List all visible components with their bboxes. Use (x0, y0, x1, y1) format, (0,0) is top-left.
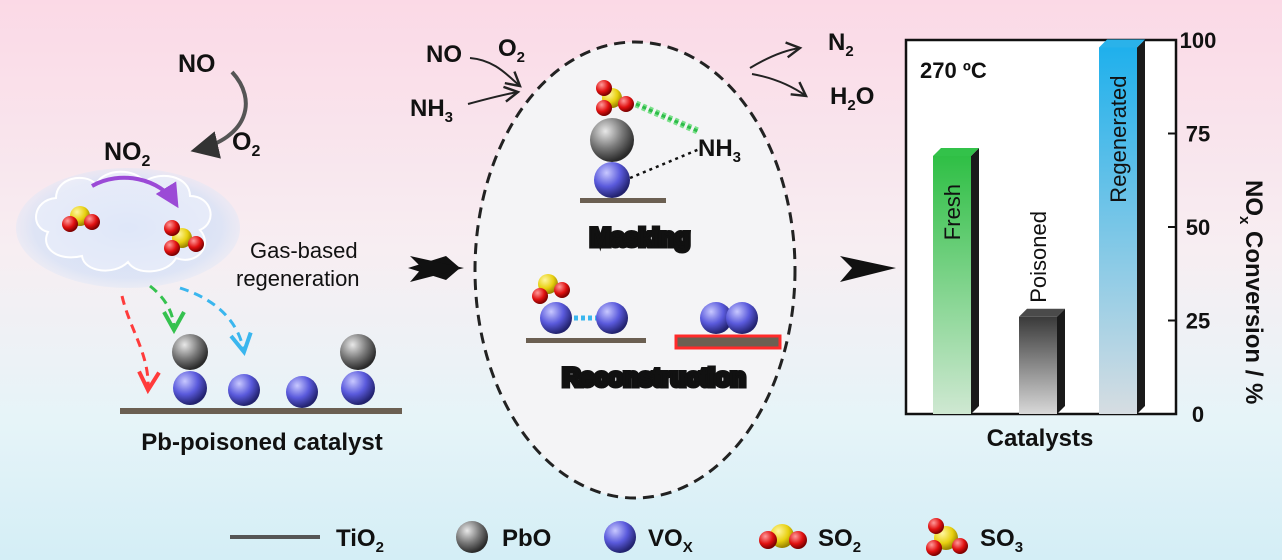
center-panel: NO O2 NH3 N2 H2O NH3 Masking (410, 29, 874, 500)
nox-conversion-chart: 270 ºC Fresh Poisoned Regenerated 0 25 50 75 1… (904, 28, 1267, 452)
product-arrow-1 (749, 41, 803, 69)
legend-so3-swatch (926, 518, 968, 556)
y-tick-label-100: 100 (1180, 28, 1217, 53)
y-tick-label-50: 50 (1186, 215, 1210, 240)
y-tick-label-25: 25 (1186, 309, 1210, 334)
bar-label-poisoned: Poisoned (1026, 211, 1051, 303)
y-axis-ticks: 0 25 50 75 100 (1168, 28, 1216, 427)
legend-so2-swatch (759, 524, 807, 549)
legend-pbo-label: PbO (502, 525, 551, 552)
gas-cloud (16, 168, 240, 288)
o2-label-left: O2 (232, 128, 260, 160)
blue-dashed-arrow (179, 286, 244, 352)
chart-title: 270 ºC (920, 58, 987, 83)
process-arrow-2 (840, 256, 896, 282)
reactant-arrow-1 (469, 57, 522, 88)
bar-label-fresh: Fresh (940, 184, 965, 240)
surface-sites (172, 334, 376, 408)
no2-label: NO2 (104, 138, 151, 170)
gas-based-label: Gas-based (250, 238, 358, 263)
y-tick-label-75: 75 (1186, 122, 1210, 147)
pb-poisoned-label: Pb-poisoned catalyst (141, 429, 382, 456)
legend-so3-label: SO3 (980, 525, 1023, 556)
reactant-arrow-2 (467, 85, 521, 105)
red-dashed-arrow (120, 295, 148, 390)
reconstruction-label: Reconstruction (562, 364, 745, 392)
h2o-label: H2O (830, 83, 874, 114)
so2-molecule (62, 206, 100, 232)
o2-label-center: O2 (498, 35, 525, 66)
bar-regenerated (1099, 39, 1145, 414)
y-axis-label: NOx Conversion / % (1236, 180, 1267, 404)
tio2-surface (120, 408, 402, 414)
legend-vox-swatch (604, 521, 636, 553)
process-arrow-1b (410, 256, 464, 282)
bar-label-regenerated: Regenerated (1106, 75, 1131, 202)
legend-tio2-swatch (230, 535, 320, 539)
green-dashed-arrow (149, 284, 174, 330)
so3-molecule (164, 220, 204, 256)
n2-label: N2 (828, 29, 854, 60)
nh3-label-center: NH3 (410, 95, 453, 126)
no-label-center: NO (426, 41, 462, 68)
legend-tio2-label: TiO2 (336, 525, 384, 556)
legend-vox-label: VOX (648, 525, 693, 556)
legend-so2-label: SO2 (818, 525, 861, 556)
product-arrow-2 (751, 73, 809, 98)
regeneration-label: regeneration (236, 266, 360, 291)
legend-pbo-swatch (456, 521, 488, 553)
mechanism-oval (473, 40, 797, 500)
left-panel: NO O2 NO2 Gas-based regeneration (16, 50, 402, 456)
oxidation-arrow (190, 70, 248, 159)
bar-poisoned (1019, 308, 1065, 414)
legend: TiO2 PbO VOX SO2 SO3 (230, 518, 1023, 556)
masking-cluster (580, 80, 703, 203)
no-label-left: NO (178, 50, 216, 78)
chart-bars: Fresh Poisoned Regenerated (933, 39, 1145, 414)
masking-label: Masking (590, 224, 690, 252)
x-axis-label: Catalysts (987, 425, 1094, 452)
bar-fresh (933, 147, 979, 414)
nh3-label-mask: NH3 (698, 135, 741, 166)
reconstruction-cluster (526, 274, 782, 350)
y-tick-label-0: 0 (1192, 402, 1204, 427)
